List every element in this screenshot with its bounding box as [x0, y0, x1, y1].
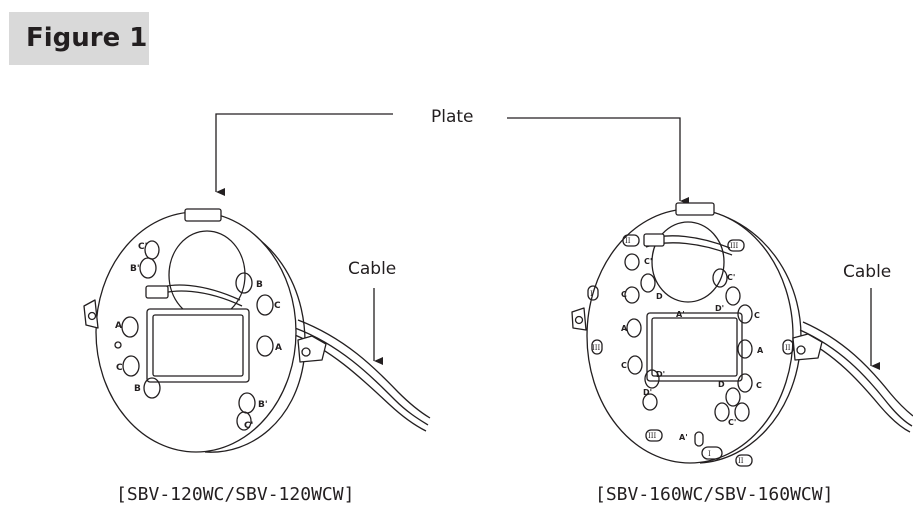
hole-label: D	[718, 380, 725, 389]
hole-labels-right: C' C D C' D' C A' D' A A C D' D C C' A'	[621, 257, 764, 442]
roman-label: II	[738, 457, 744, 465]
roman-label: I	[708, 450, 711, 458]
hole-label: B'	[130, 264, 140, 274]
hole-label: A	[275, 343, 282, 353]
hole-label: C	[116, 363, 123, 373]
hole-label: A	[115, 321, 122, 331]
hole-label: C'	[728, 418, 736, 427]
cable-callout-label-right: Cable	[843, 262, 892, 282]
hole-label: A	[621, 324, 628, 333]
plate-leader-right	[507, 117, 689, 205]
roman-label: II	[625, 237, 631, 245]
hole-label: A'	[679, 433, 688, 442]
hole-label: A	[757, 346, 764, 355]
hole-label: B	[256, 280, 263, 290]
hole-label: B	[134, 384, 141, 394]
mounting-plate-left	[83, 208, 431, 453]
holes-left	[114, 240, 274, 431]
cable-left	[294, 319, 431, 432]
model-caption-left: [SBV-120WC/SBV-120WCW]	[116, 484, 355, 505]
holes-right	[587, 234, 794, 467]
plate-leader-lines	[215, 113, 689, 205]
hole-label: C	[621, 290, 627, 299]
hole-label: D'	[656, 370, 665, 379]
hole-label: C	[754, 311, 760, 320]
roman-label: II	[785, 344, 791, 352]
roman-label: III	[592, 344, 601, 352]
hole-label: C	[756, 381, 762, 390]
hole-label: C'	[727, 273, 735, 282]
cable-right	[799, 321, 913, 433]
figure-label: Figure 1	[9, 12, 149, 65]
cable-callout-label-left: Cable	[348, 259, 397, 279]
roman-label: III	[648, 432, 657, 440]
roman-label: III	[730, 242, 739, 250]
hole-label: D'	[643, 388, 652, 397]
plate-leader-left	[215, 113, 393, 196]
hole-label: A'	[676, 310, 685, 319]
hole-label: B'	[258, 400, 268, 410]
hole-label: C'	[138, 242, 147, 252]
hole-label: C	[274, 301, 281, 311]
hole-label: C'	[644, 257, 652, 266]
hole-label: C'	[244, 421, 253, 431]
hole-label: C	[621, 361, 627, 370]
mounting-plate-right	[571, 202, 913, 467]
hole-label: D	[656, 292, 663, 301]
hole-label: D'	[715, 304, 724, 313]
model-caption-right: [SBV-160WC/SBV-160WCW]	[595, 484, 834, 505]
hole-labels-left: C' B' B C A A C B B' C'	[115, 242, 282, 431]
roman-labels-right: II III I III II III II I	[590, 237, 791, 465]
roman-label: I	[590, 290, 593, 298]
plate-callout-label: Plate	[431, 107, 474, 127]
